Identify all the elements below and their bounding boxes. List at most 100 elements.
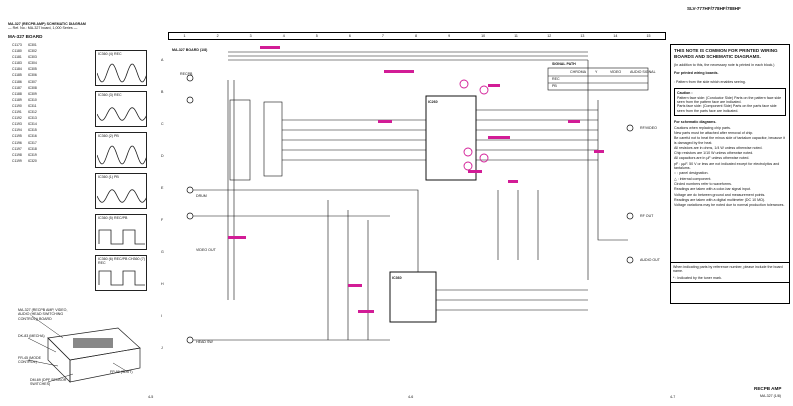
signal-path-col-chroma: CHROMA	[570, 70, 586, 74]
connector-audio-out: AUDIO OUT	[640, 258, 660, 262]
ref-cell: C1181	[12, 55, 22, 60]
board-label: MA-327 BOARD	[8, 33, 43, 39]
column-number: 3	[249, 34, 252, 38]
ref-cell: C1195	[12, 134, 22, 139]
waveform-trace	[97, 145, 147, 165]
connector-video-out: VIDEO OUT	[196, 248, 216, 252]
ref-cell: IC313	[27, 116, 37, 121]
caution-box: Caution : Pattern face side: (Conductor …	[674, 88, 786, 117]
waveform-trace	[97, 189, 147, 203]
notes-sch-item: Chip resistors are 1/10 W unless otherwi…	[674, 151, 754, 156]
column-number: 8	[415, 34, 417, 38]
column-number: 7	[381, 34, 384, 38]
ref-cell: IC308	[27, 85, 37, 90]
row-letter: B	[161, 90, 164, 94]
waveform-trace	[98, 229, 145, 245]
column-number: 6	[348, 34, 351, 38]
waveform-box: IC360 (3) REC	[95, 91, 147, 127]
column-number: 4	[282, 34, 285, 38]
reference-row: C1192 IC313	[10, 116, 39, 120]
column-number: 12	[547, 34, 552, 38]
ref-cell: IC318	[27, 146, 37, 151]
ref-cell: IC320	[27, 158, 37, 163]
column-number: 5	[315, 34, 318, 38]
column-number: 1	[183, 34, 186, 38]
waveform-label: IC360 (6) REC/PB CH360 (7) REC	[98, 257, 145, 266]
footer-sub: MA-327 (1/8)	[760, 394, 781, 398]
waveform-label: IC360 (5) REC/PB	[98, 216, 128, 220]
reference-row: C1194 IC315	[10, 128, 39, 132]
notes-sch-head: For schematic diagrams.	[674, 120, 717, 125]
notes-sch-list: Cautions when replacing chip parts.New p…	[674, 126, 786, 208]
ref-cell: C1194	[12, 128, 22, 133]
column-number: 9	[448, 34, 451, 38]
ref-cell: C1193	[12, 122, 22, 127]
ref-cell: C1192	[12, 116, 22, 121]
ref-cell: IC312	[27, 110, 37, 115]
ref-cell: C1184	[12, 67, 22, 72]
ref-cell: IC307	[27, 79, 37, 84]
notes-sch-item: All resistors are in ohms, 1/4 W unless …	[674, 145, 763, 150]
signal-path-col-video: VIDEO	[610, 70, 622, 74]
section-subtitle: — Ref. No.: MA-327 board, 1,000 Series —	[8, 26, 78, 31]
connector-drum: DRUM	[196, 194, 207, 198]
row-letter: E	[161, 186, 164, 190]
model-title: SLV-777HF/778HF/788HF	[687, 6, 741, 11]
waveform-label: IC360 (3) REC	[98, 93, 122, 97]
waveform-box: IC360 (6) REC/PB CH360 (7) REC	[95, 255, 147, 291]
notes-title: THIS NOTE IS COMMON FOR PRINTED WIRING B…	[674, 48, 778, 59]
callout-dk83: DK-83 (MECHA)	[18, 334, 45, 338]
notes-sch-item: pF : μμF. 50 V or less are not indicated…	[674, 161, 780, 171]
reference-row: C1184 IC305	[10, 67, 39, 71]
signal-path-col-y: Y	[595, 70, 598, 74]
notes-sch-item: Circled numbers refer to waveforms.	[674, 181, 732, 186]
notes-panel: THIS NOTE IS COMMON FOR PRINTED WIRING B…	[670, 44, 790, 304]
signal-path-col-audio: AUDIO SIGNAL	[630, 70, 656, 74]
column-number: 11	[514, 34, 518, 38]
ref-cell: IC315	[27, 128, 37, 133]
ref-cell: IC305	[27, 67, 37, 72]
ref-cell: C1198	[12, 152, 22, 157]
notes-sch-item: Readings are taken with a color-bar sign…	[674, 187, 751, 192]
page-number-right: 4-7	[670, 395, 676, 399]
ref-cell: C1185	[12, 73, 22, 78]
ref-cell: C1197	[12, 146, 22, 151]
connector-rf-video: RF/VIDEO	[640, 126, 657, 130]
footer-title: RECPB AMP	[754, 386, 782, 391]
page-number-center: 4-6	[408, 395, 414, 399]
waveform-box: IC360 (2) PB	[95, 132, 147, 168]
row-letter: C	[161, 122, 164, 126]
notes-sch-item: △ : internal component.	[674, 176, 712, 181]
waveform-label: IC360 (2) PB	[98, 134, 119, 138]
notes-sch-item: Voltage variations may be noted due to n…	[674, 203, 785, 208]
notes-sch-item: Voltage are dc between ground and measur…	[674, 192, 766, 197]
ref-cell: C1191	[12, 110, 22, 115]
ref-cell: IC316	[27, 134, 37, 139]
ref-cell: C1183	[12, 61, 22, 66]
ic260-label: IC260	[428, 100, 438, 104]
notes-sch-item: Be careful not to heat the minus side of…	[674, 136, 785, 145]
column-number: 2	[216, 34, 219, 38]
ref-cell: IC310	[27, 97, 37, 102]
ref-cell: IC301	[27, 43, 37, 47]
column-number: 15	[646, 34, 651, 38]
page-number-left: 4-5	[148, 395, 154, 399]
schematic-drawing	[186, 46, 649, 344]
row-letter: J	[161, 346, 163, 350]
ic360-label: IC360	[392, 276, 402, 280]
notes-subtitle: (In addition to this, the necessary note…	[674, 63, 775, 67]
ref-cell: C1188	[12, 91, 22, 96]
column-number: 13	[580, 34, 585, 38]
connector-head-sw: HEAD SW	[196, 340, 213, 344]
notes-sch-item: New parts must be attached after removal…	[674, 130, 754, 135]
ref-cell: IC314	[27, 122, 37, 127]
ref-cell: IC306	[27, 73, 37, 78]
caution-item-1: Pattern face side: (Conductor Side) Part…	[677, 95, 782, 105]
